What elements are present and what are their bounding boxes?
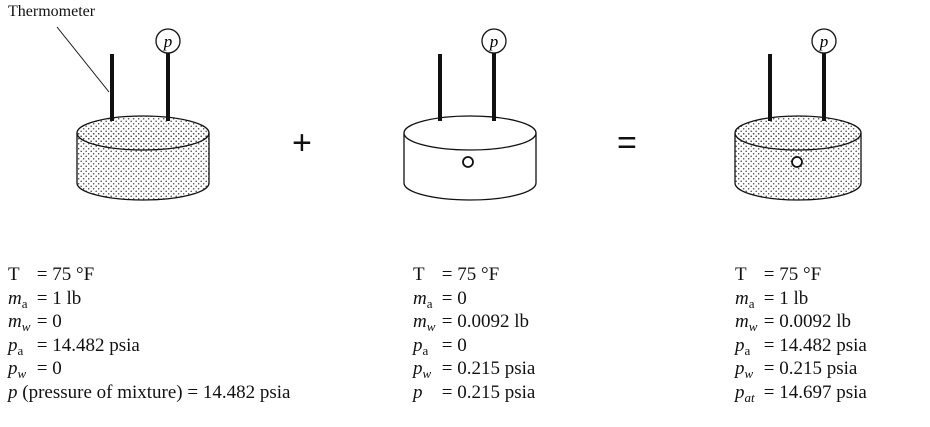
property-row: pa = 14.482 psia <box>735 334 867 358</box>
property-value: = 0 <box>437 287 467 309</box>
property-value: = 14.697 psia <box>759 381 867 403</box>
property-row: pw = 0.215 psia <box>413 357 535 381</box>
property-value: = 0.215 psia <box>437 381 536 403</box>
property-row: T = 75 °F <box>735 263 867 287</box>
container-water-vapor: p <box>403 28 537 201</box>
property-row: ma = 0 <box>413 287 535 311</box>
property-symbol: pw <box>735 358 754 382</box>
property-value: = 14.482 psia <box>759 334 867 356</box>
pressure-gauge-icon: p <box>481 28 507 54</box>
thermometer-leader <box>56 26 110 93</box>
property-symbol: mw <box>8 311 31 335</box>
equals-sign: = <box>617 124 637 162</box>
property-symbol: pa <box>735 334 751 358</box>
svg-text:p: p <box>163 32 173 51</box>
property-value: = 75 °F <box>437 264 500 285</box>
property-value: = 0.215 psia <box>759 358 858 380</box>
svg-text:p: p <box>819 32 829 51</box>
property-symbol: p <box>413 381 423 403</box>
property-symbol: pa <box>413 334 429 358</box>
property-symbol: mw <box>413 311 436 335</box>
property-symbol: T <box>735 264 747 285</box>
property-symbol: pat <box>735 381 755 405</box>
plus-sign: + <box>292 124 312 162</box>
property-value: = 75 °F <box>32 264 95 285</box>
property-symbol: pa <box>8 334 24 358</box>
property-note: (pressure of mixture) <box>17 381 183 403</box>
property-row: pw = 0.215 psia <box>735 357 867 381</box>
property-row: pat = 14.697 psia <box>735 381 867 405</box>
property-symbol: T <box>8 264 20 285</box>
property-value: = 0 <box>32 358 62 380</box>
property-value: = 14.482 psia <box>32 334 140 356</box>
property-value: = 1 lb <box>32 287 82 309</box>
container-moist-air: p <box>734 28 862 201</box>
container-dry-air: p <box>76 28 210 201</box>
property-row: T = 75 °F <box>8 263 290 287</box>
property-row: pa = 14.482 psia <box>8 334 290 358</box>
property-value: = 1 lb <box>759 287 809 309</box>
pressure-gauge-icon: p <box>155 28 181 54</box>
property-symbol: ma <box>413 287 433 311</box>
property-value: = 75 °F <box>759 264 822 285</box>
property-symbol: p (pressure of mixture) <box>8 381 183 403</box>
vapor-droplet-icon <box>462 156 474 168</box>
pressure-gauge-icon: p <box>811 28 837 54</box>
property-symbol: pw <box>8 358 27 382</box>
property-row: p = 0.215 psia <box>413 381 535 405</box>
mixture-diagram: p p p <box>56 26 862 201</box>
thermometer-label: Thermometer <box>8 3 96 20</box>
property-row: ma = 1 lb <box>8 287 290 311</box>
svg-text:p: p <box>489 32 499 51</box>
property-symbol: pw <box>413 358 432 382</box>
property-value: = 0.215 psia <box>437 358 536 380</box>
property-row: mw = 0.0092 lb <box>413 310 535 334</box>
property-row: ma = 1 lb <box>735 287 867 311</box>
property-value: = 0.0092 lb <box>759 311 851 333</box>
property-symbol: ma <box>8 287 28 311</box>
property-symbol: T <box>413 264 425 285</box>
property-row: pw = 0 <box>8 357 290 381</box>
property-value: = 14.482 psia <box>182 381 291 403</box>
property-row: mw = 0.0092 lb <box>735 310 867 334</box>
property-row: p (pressure of mixture) = 14.482 psia <box>8 381 290 405</box>
property-value: = 0 <box>32 311 62 333</box>
property-row: T = 75 °F <box>413 263 535 287</box>
property-symbol: mw <box>735 311 758 335</box>
property-value: = 0 <box>437 334 467 356</box>
vapor-droplet-icon <box>791 156 803 168</box>
property-value: = 0.0092 lb <box>437 311 529 333</box>
property-row: mw = 0 <box>8 310 290 334</box>
property-symbol: ma <box>735 287 755 311</box>
property-row: pa = 0 <box>413 334 535 358</box>
